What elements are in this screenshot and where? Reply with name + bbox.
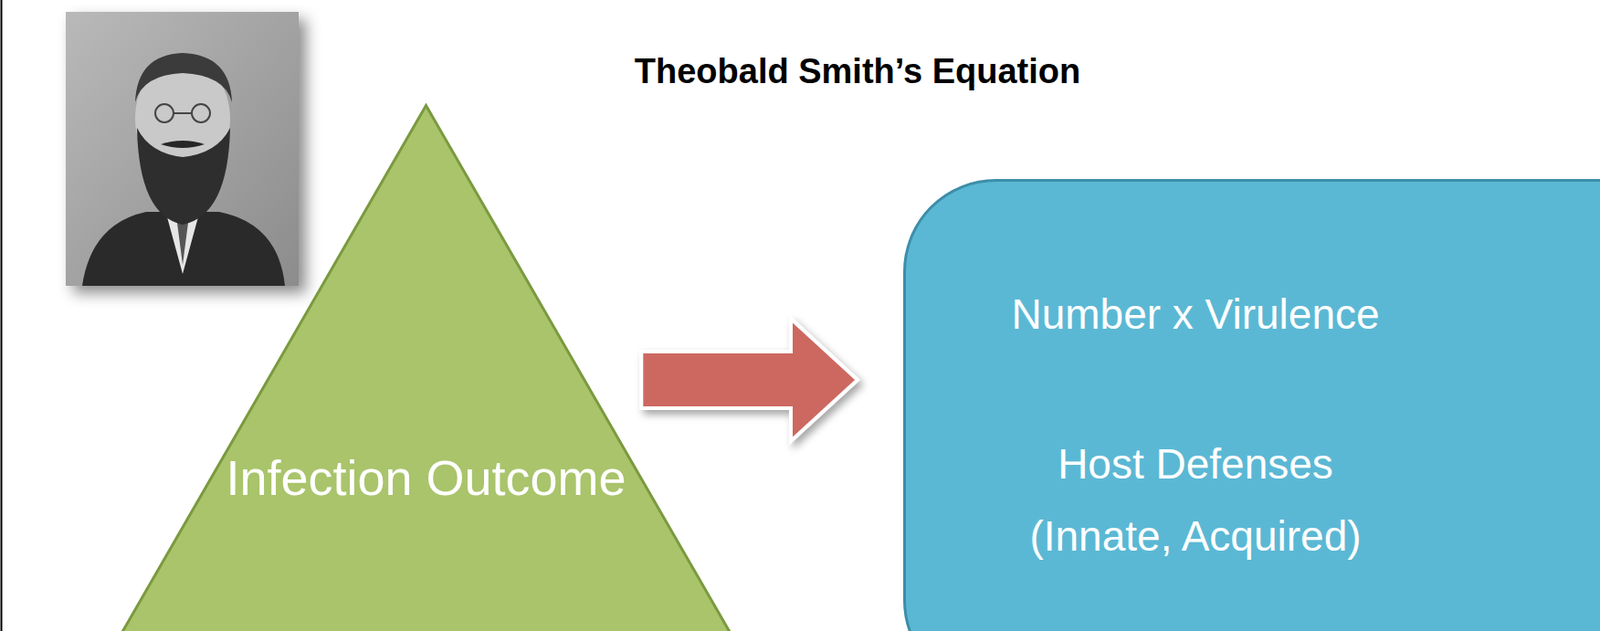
box-outline bbox=[905, 180, 1600, 631]
rounded-box: Number x VirulenceHost Defenses (Innate,… bbox=[903, 178, 1600, 631]
shape-outline bbox=[112, 104, 740, 631]
page-border bbox=[0, 0, 3, 631]
triangle-outline bbox=[112, 105, 740, 631]
node-text: Infection Outcome bbox=[112, 438, 740, 517]
block-arrow bbox=[641, 318, 858, 442]
node-text: Number x Virulence bbox=[903, 278, 1488, 351]
node-text: Host Defenses (Innate, Acquired) bbox=[994, 428, 1397, 573]
diagram-title: Theobald Smith’s Equation bbox=[537, 49, 1178, 94]
triangle-shape: Infection Outcome bbox=[112, 104, 740, 631]
shape-outline bbox=[903, 178, 1600, 631]
portrait-photo bbox=[65, 11, 299, 286]
